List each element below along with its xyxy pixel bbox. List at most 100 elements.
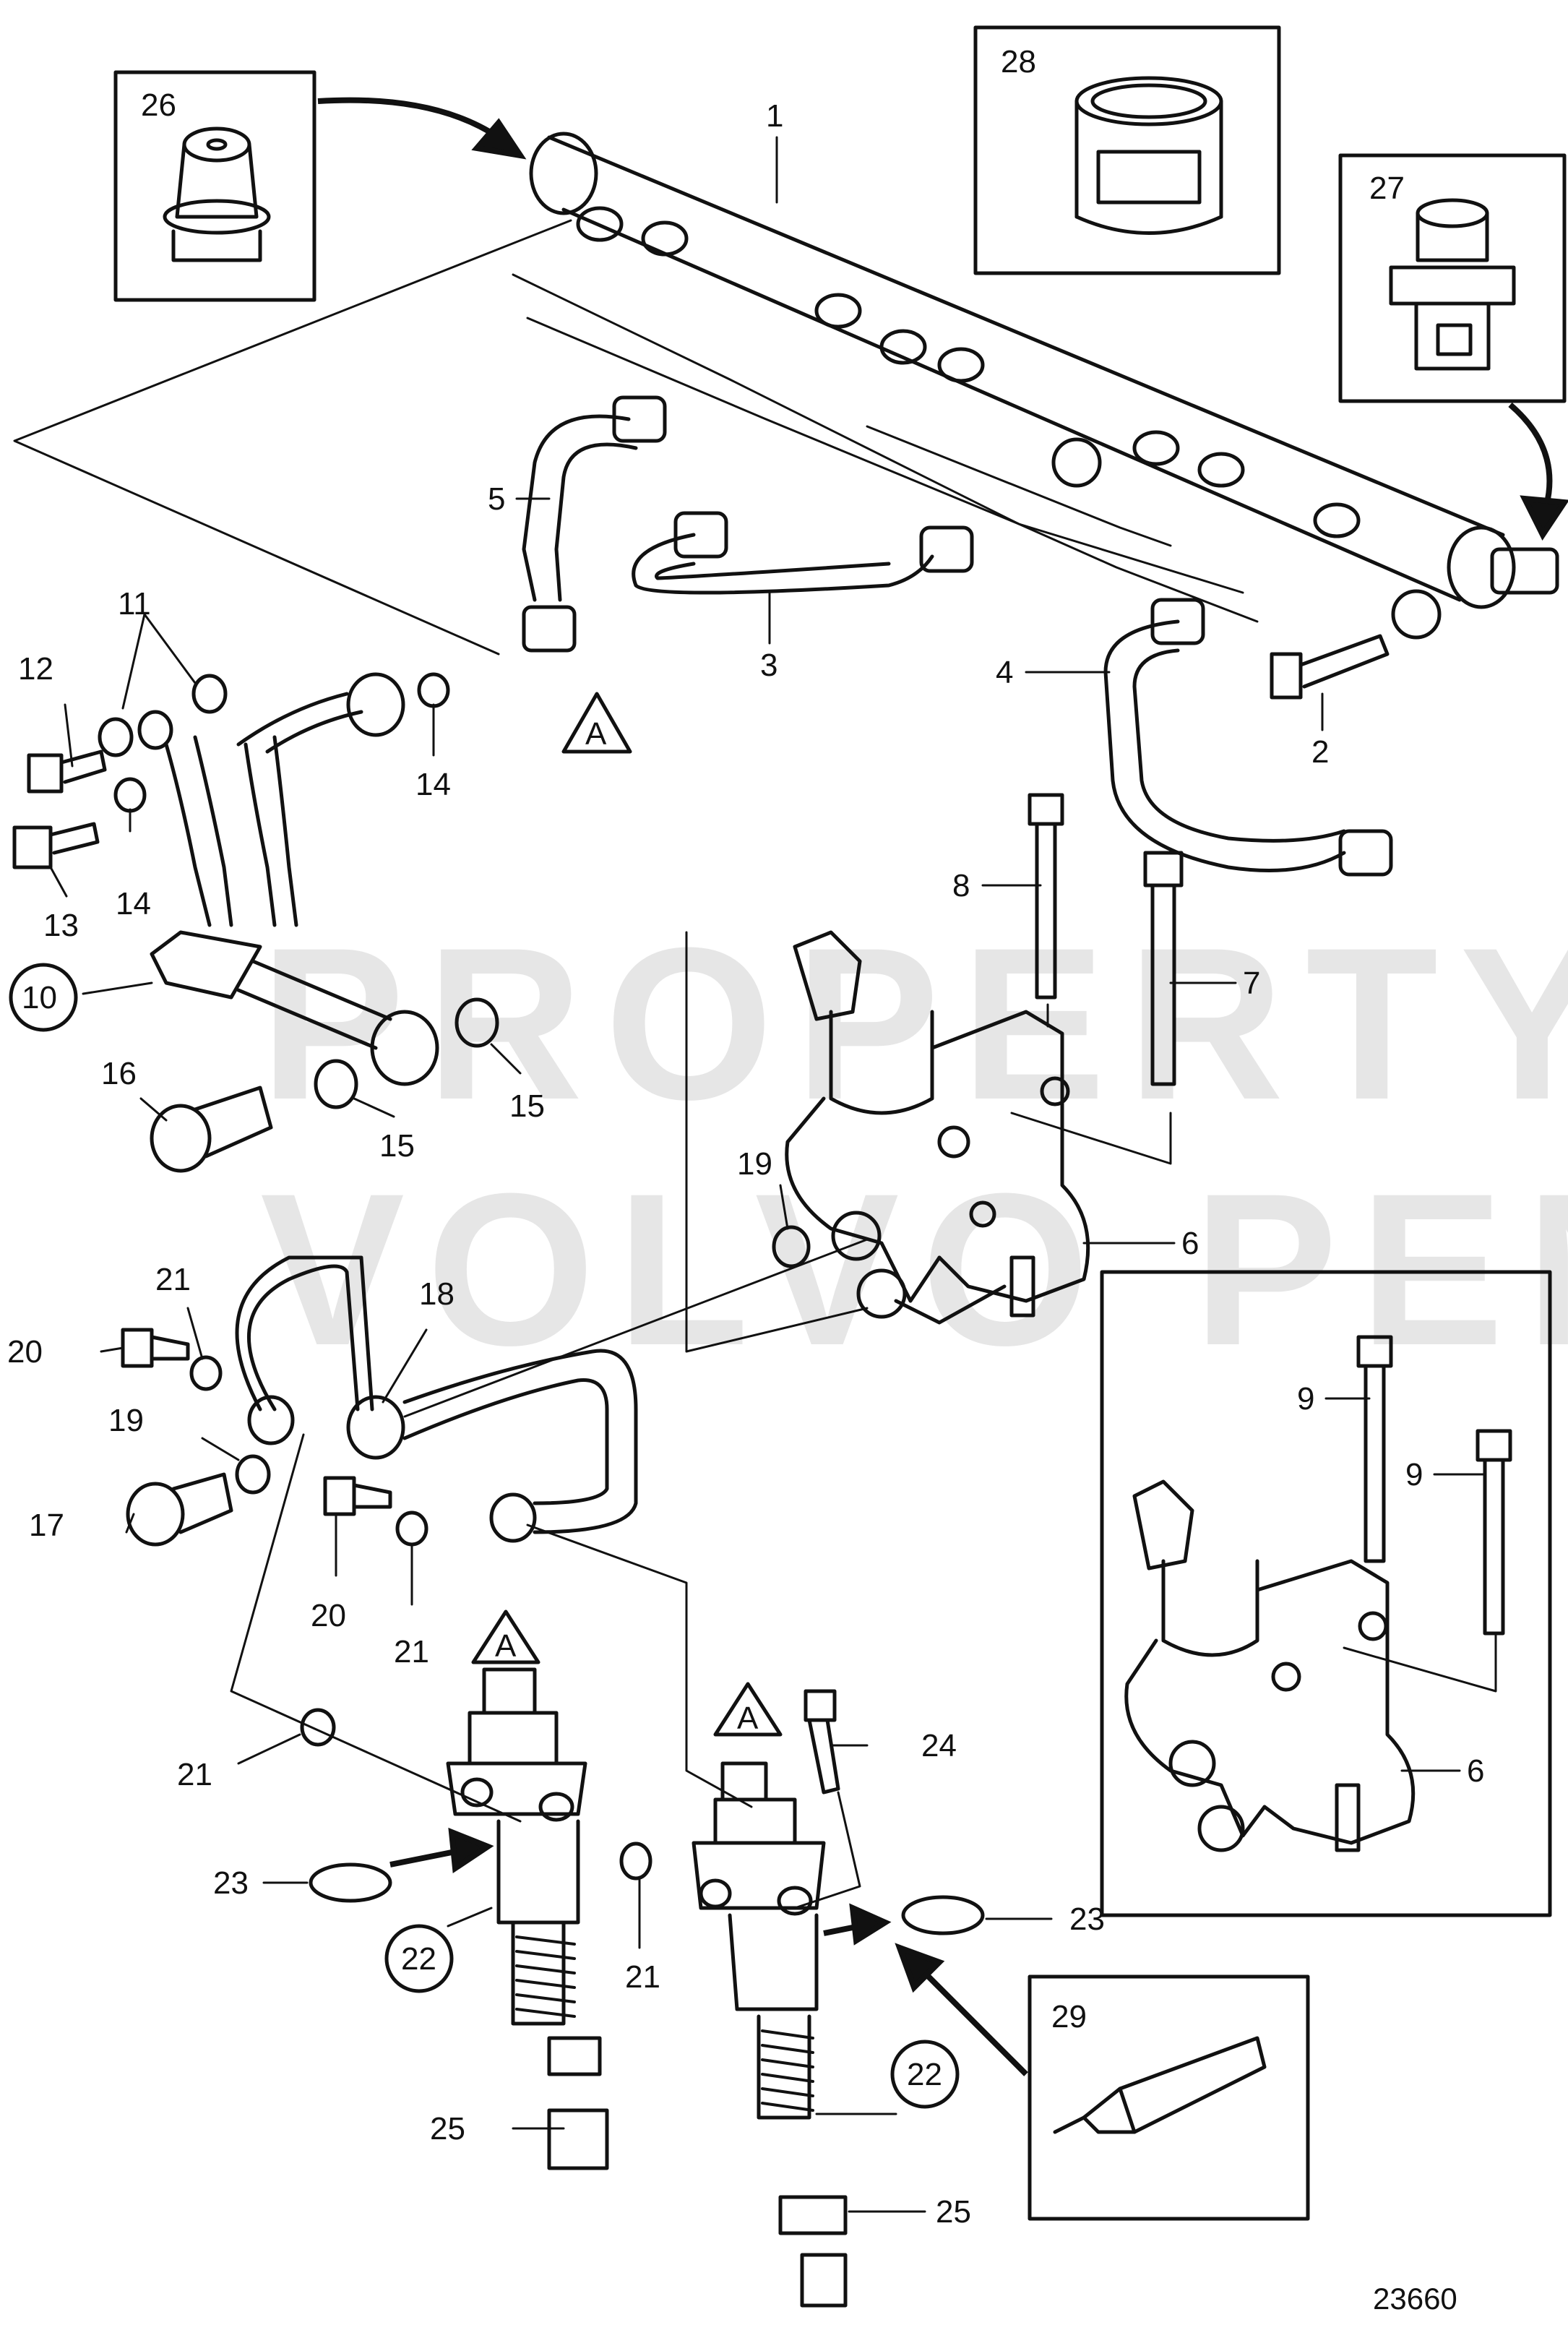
bolt-20-upper xyxy=(121,1328,190,1368)
washer-21-middle xyxy=(395,1510,428,1547)
label-21-middle: 21 xyxy=(394,1634,429,1669)
marker-a-text-3: A xyxy=(737,1701,759,1736)
bolt-16 xyxy=(150,1086,273,1173)
callout-labels: 26 28 27 1 5 3 4 2 8 7 6 6 9 9 11 12 13 … xyxy=(7,44,1484,2316)
label-15-lower: 15 xyxy=(379,1128,415,1164)
label-23-left: 23 xyxy=(213,1865,249,1901)
label-13: 13 xyxy=(43,908,79,943)
label-14-left: 14 xyxy=(116,886,151,921)
bolt-12 xyxy=(27,749,107,794)
o-ring-23-left xyxy=(309,1862,392,1903)
callout-circle-22-left xyxy=(384,1924,454,1993)
pipe-3 xyxy=(632,511,974,595)
label-18: 18 xyxy=(419,1276,455,1312)
return-pipe-10 xyxy=(150,672,439,1086)
pump-springs xyxy=(515,1935,814,2112)
label-9-upper: 9 xyxy=(1297,1381,1314,1417)
label-16: 16 xyxy=(101,1056,137,1091)
pressure-sensor-27 xyxy=(1389,198,1516,371)
pipe-18-leader-lines xyxy=(230,1238,869,1823)
bolt-24 xyxy=(804,1689,840,1795)
label-29: 29 xyxy=(1051,1999,1087,2034)
inset-box-28 xyxy=(973,25,1281,275)
callout-circle-10 xyxy=(9,963,78,1032)
label-7: 7 xyxy=(1243,966,1260,1001)
watermark: PROPERTY OF VOLVO PENTA xyxy=(260,902,1568,1391)
watermark-line-1: PROPERTY OF xyxy=(260,902,1568,1145)
label-6-inset: 6 xyxy=(1467,1753,1484,1789)
fuel-rail-1 xyxy=(529,132,1559,640)
pressure-relief-valve-26 xyxy=(163,126,271,262)
label-25-left: 25 xyxy=(430,2111,465,2146)
label-9-lower: 9 xyxy=(1405,1457,1423,1492)
label-17: 17 xyxy=(29,1508,64,1543)
o-ring-23-right xyxy=(901,1895,985,1935)
label-19-upper: 19 xyxy=(737,1146,772,1182)
label-3: 3 xyxy=(760,648,777,683)
label-24: 24 xyxy=(921,1728,957,1763)
inset-box-26 xyxy=(113,70,316,302)
marker-a-text-2: A xyxy=(495,1628,517,1664)
washer-21-upper xyxy=(189,1355,223,1391)
label-11: 11 xyxy=(118,586,151,622)
pipe-4 xyxy=(1103,598,1393,877)
can-28 xyxy=(1074,76,1223,235)
label-23-right: 23 xyxy=(1069,1901,1105,1937)
inset-pump-leader-lines xyxy=(1343,1632,1497,1693)
bolt-20-lower xyxy=(323,1476,392,1516)
label-25-right: 25 xyxy=(936,2194,971,2230)
label-21-lower-left: 21 xyxy=(177,1757,212,1792)
callout-leaders xyxy=(49,136,1486,2213)
unit-pump-22-right xyxy=(692,1761,848,2308)
label-22-left: 22 xyxy=(401,1941,436,1977)
label-19-lower: 19 xyxy=(108,1403,144,1438)
label-21-upper: 21 xyxy=(155,1262,191,1297)
washer-19-upper xyxy=(772,1225,811,1268)
label-4: 4 xyxy=(996,655,1013,690)
pump-leader-lines xyxy=(685,931,1172,1353)
callout-circle-22-right xyxy=(890,2040,960,2109)
label-12: 12 xyxy=(18,651,53,687)
label-5: 5 xyxy=(488,481,505,517)
label-22-right: 22 xyxy=(907,2057,942,2092)
bolt-7 xyxy=(1143,851,1184,1086)
marker-a-text-1: A xyxy=(585,716,607,752)
label-10: 10 xyxy=(22,980,57,1015)
label-28: 28 xyxy=(1001,44,1036,79)
label-14-right: 14 xyxy=(415,767,451,802)
label-27: 27 xyxy=(1369,171,1405,206)
label-20-lower: 20 xyxy=(311,1598,346,1633)
bolt-17 xyxy=(126,1472,233,1547)
tube-29 xyxy=(1053,2036,1267,2134)
high-pressure-pump-6-alt xyxy=(1124,1479,1416,1852)
marker-a-triangle-1 xyxy=(561,692,632,754)
bolt-13 xyxy=(12,822,100,869)
label-2: 2 xyxy=(1311,734,1329,770)
washer-21-right-injector xyxy=(619,1841,652,1881)
washer-19-lower xyxy=(235,1454,271,1495)
inset-box-27 xyxy=(1338,153,1567,403)
inset-box-29 xyxy=(1028,1974,1310,2221)
label-21-lower-right: 21 xyxy=(625,1959,660,1995)
marker-a-triangle-3 xyxy=(713,1682,783,1737)
bolt-2 xyxy=(1270,634,1390,700)
label-8: 8 xyxy=(952,868,970,903)
pointer-arrows xyxy=(317,97,1568,2076)
label-6-main: 6 xyxy=(1181,1226,1199,1261)
washer-21-left-injector xyxy=(300,1708,336,1747)
drawing-number: 23660 xyxy=(1373,2282,1457,2316)
marker-a-triangle-2 xyxy=(471,1610,540,1664)
rail-leader-lines xyxy=(13,219,1259,656)
bolts-9 xyxy=(1356,1335,1512,1636)
inset-box-pump-alt xyxy=(1100,1270,1552,1917)
bolt-8 xyxy=(1028,793,1064,1000)
unit-pump-22-left xyxy=(446,1667,609,2170)
pipe-5 xyxy=(522,395,667,653)
label-20-upper: 20 xyxy=(7,1334,43,1370)
watermark-line-2: VOLVO PENTA xyxy=(260,1148,1568,1391)
pipe-18 xyxy=(235,1255,638,1543)
label-1: 1 xyxy=(766,98,783,134)
label-15-right: 15 xyxy=(509,1088,545,1124)
bolt-24-leader xyxy=(793,1791,861,1909)
